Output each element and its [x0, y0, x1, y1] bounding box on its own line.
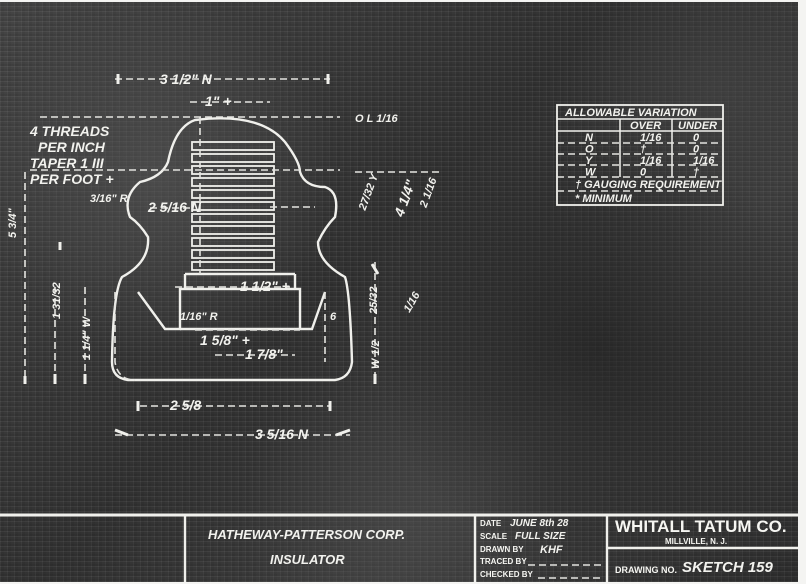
variation-over: †	[640, 144, 646, 156]
thread-ridge	[191, 177, 275, 187]
dim-thread-top: 1" +	[205, 93, 232, 109]
thread-ridge	[191, 249, 275, 259]
company-location: MILLVILLE, N. J.	[665, 537, 727, 546]
dim-inner-low: 1 7/8"	[245, 346, 283, 362]
drawing-no-label: DRAWING NO.	[615, 565, 677, 575]
dim-inner-top: 1 1/2" +	[240, 278, 290, 294]
dim-right-y: 27/32 Y	[356, 171, 381, 213]
thread-ridge	[191, 153, 275, 163]
date-value: JUNE 8th 28	[510, 518, 569, 529]
note-threads-3: TAPER 1 III	[30, 155, 105, 171]
header-over: OVER	[630, 120, 661, 132]
dimension-lines	[24, 78, 440, 436]
thread-ridge	[191, 225, 275, 235]
table-title: ALLOWABLE VARIATION	[564, 107, 698, 119]
variation-dim: Y	[585, 155, 594, 167]
thread-profile	[191, 141, 275, 271]
dim-right-total: 4 1/4"	[390, 177, 418, 219]
thread-ridge	[191, 261, 275, 271]
dim-petticoat-r: 1/16" R	[180, 311, 218, 323]
variation-under: 1/16	[693, 155, 715, 167]
variation-over: 1/16	[640, 155, 662, 167]
thread-ridge	[191, 201, 275, 211]
dim-right-o: O L 1/16	[355, 113, 398, 125]
dim-right-2: 2 1/16	[417, 175, 439, 210]
note-threads-1: 4 THREADS	[29, 123, 110, 139]
dim-inner-mid: 1 5/8" +	[200, 332, 250, 348]
checked-by-label: CHECKED BY	[480, 570, 534, 579]
dim-drip: 6	[330, 311, 337, 323]
part-name: INSULATOR	[270, 552, 345, 567]
traced-by-label: TRACED BY	[480, 557, 527, 566]
dim-left-height: 5 3/4"	[7, 208, 19, 238]
legend-gauging: † GAUGING REQUIREMENT	[575, 179, 722, 191]
dim-overall-top: 3 1/2" N	[160, 71, 213, 87]
dim-bottom-inner: 2 5/8	[169, 397, 201, 413]
dim-thread-dia: 2 5/16 N	[147, 199, 202, 215]
drawn-by-label: DRAWN BY	[480, 545, 524, 554]
thread-ridge	[191, 141, 275, 151]
variation-under: †	[693, 167, 699, 179]
dim-right-w: W 1/2	[370, 340, 382, 369]
dimension-labels: 3 1/2" N 1" + 4 THREADS PER INCH TAPER 1…	[7, 71, 440, 442]
drawing-no-value: SKETCH 159	[682, 559, 774, 576]
company-name: WHITALL TATUM CO.	[615, 517, 787, 536]
scale-value: FULL SIZE	[515, 531, 566, 542]
date-label: DATE	[480, 519, 502, 528]
dim-right-25-32: 25/32	[368, 286, 380, 315]
variation-dim: W	[585, 167, 597, 179]
insulator-outline	[110, 117, 354, 382]
dim-right-1-16: 1/16	[402, 289, 424, 314]
extension-ticks	[23, 74, 380, 437]
variation-over: 1/16	[640, 132, 662, 144]
customer-name: HATHEWAY-PATTERSON CORP.	[208, 527, 405, 542]
dim-left-w: 1 1/4" W	[81, 315, 93, 360]
dim-radius: 3/16" R	[90, 193, 128, 205]
thread-ridge	[191, 237, 275, 247]
thread-ridge	[191, 213, 275, 223]
title-block: HATHEWAY-PATTERSON CORP. INSULATOR DATE …	[0, 513, 798, 582]
note-threads-4: PER FOOT +	[30, 171, 114, 187]
variation-under: 0	[693, 144, 700, 156]
variation-over: 0	[640, 167, 647, 179]
thread-ridge	[191, 189, 275, 199]
drawn-by-signature: KHF	[540, 544, 563, 556]
dim-bottom-outer: 3 5/16 N	[255, 426, 309, 442]
variation-dim: O	[585, 144, 594, 156]
legend-minimum: * MINIMUM	[575, 193, 633, 205]
header-under: UNDER	[678, 120, 717, 132]
variation-under: 0	[693, 132, 700, 144]
variation-dim: N	[585, 132, 594, 144]
note-threads-2: PER INCH	[38, 139, 106, 155]
scale-label: SCALE	[480, 532, 508, 541]
dim-left-1-31-32: 1 31/32	[51, 282, 63, 319]
